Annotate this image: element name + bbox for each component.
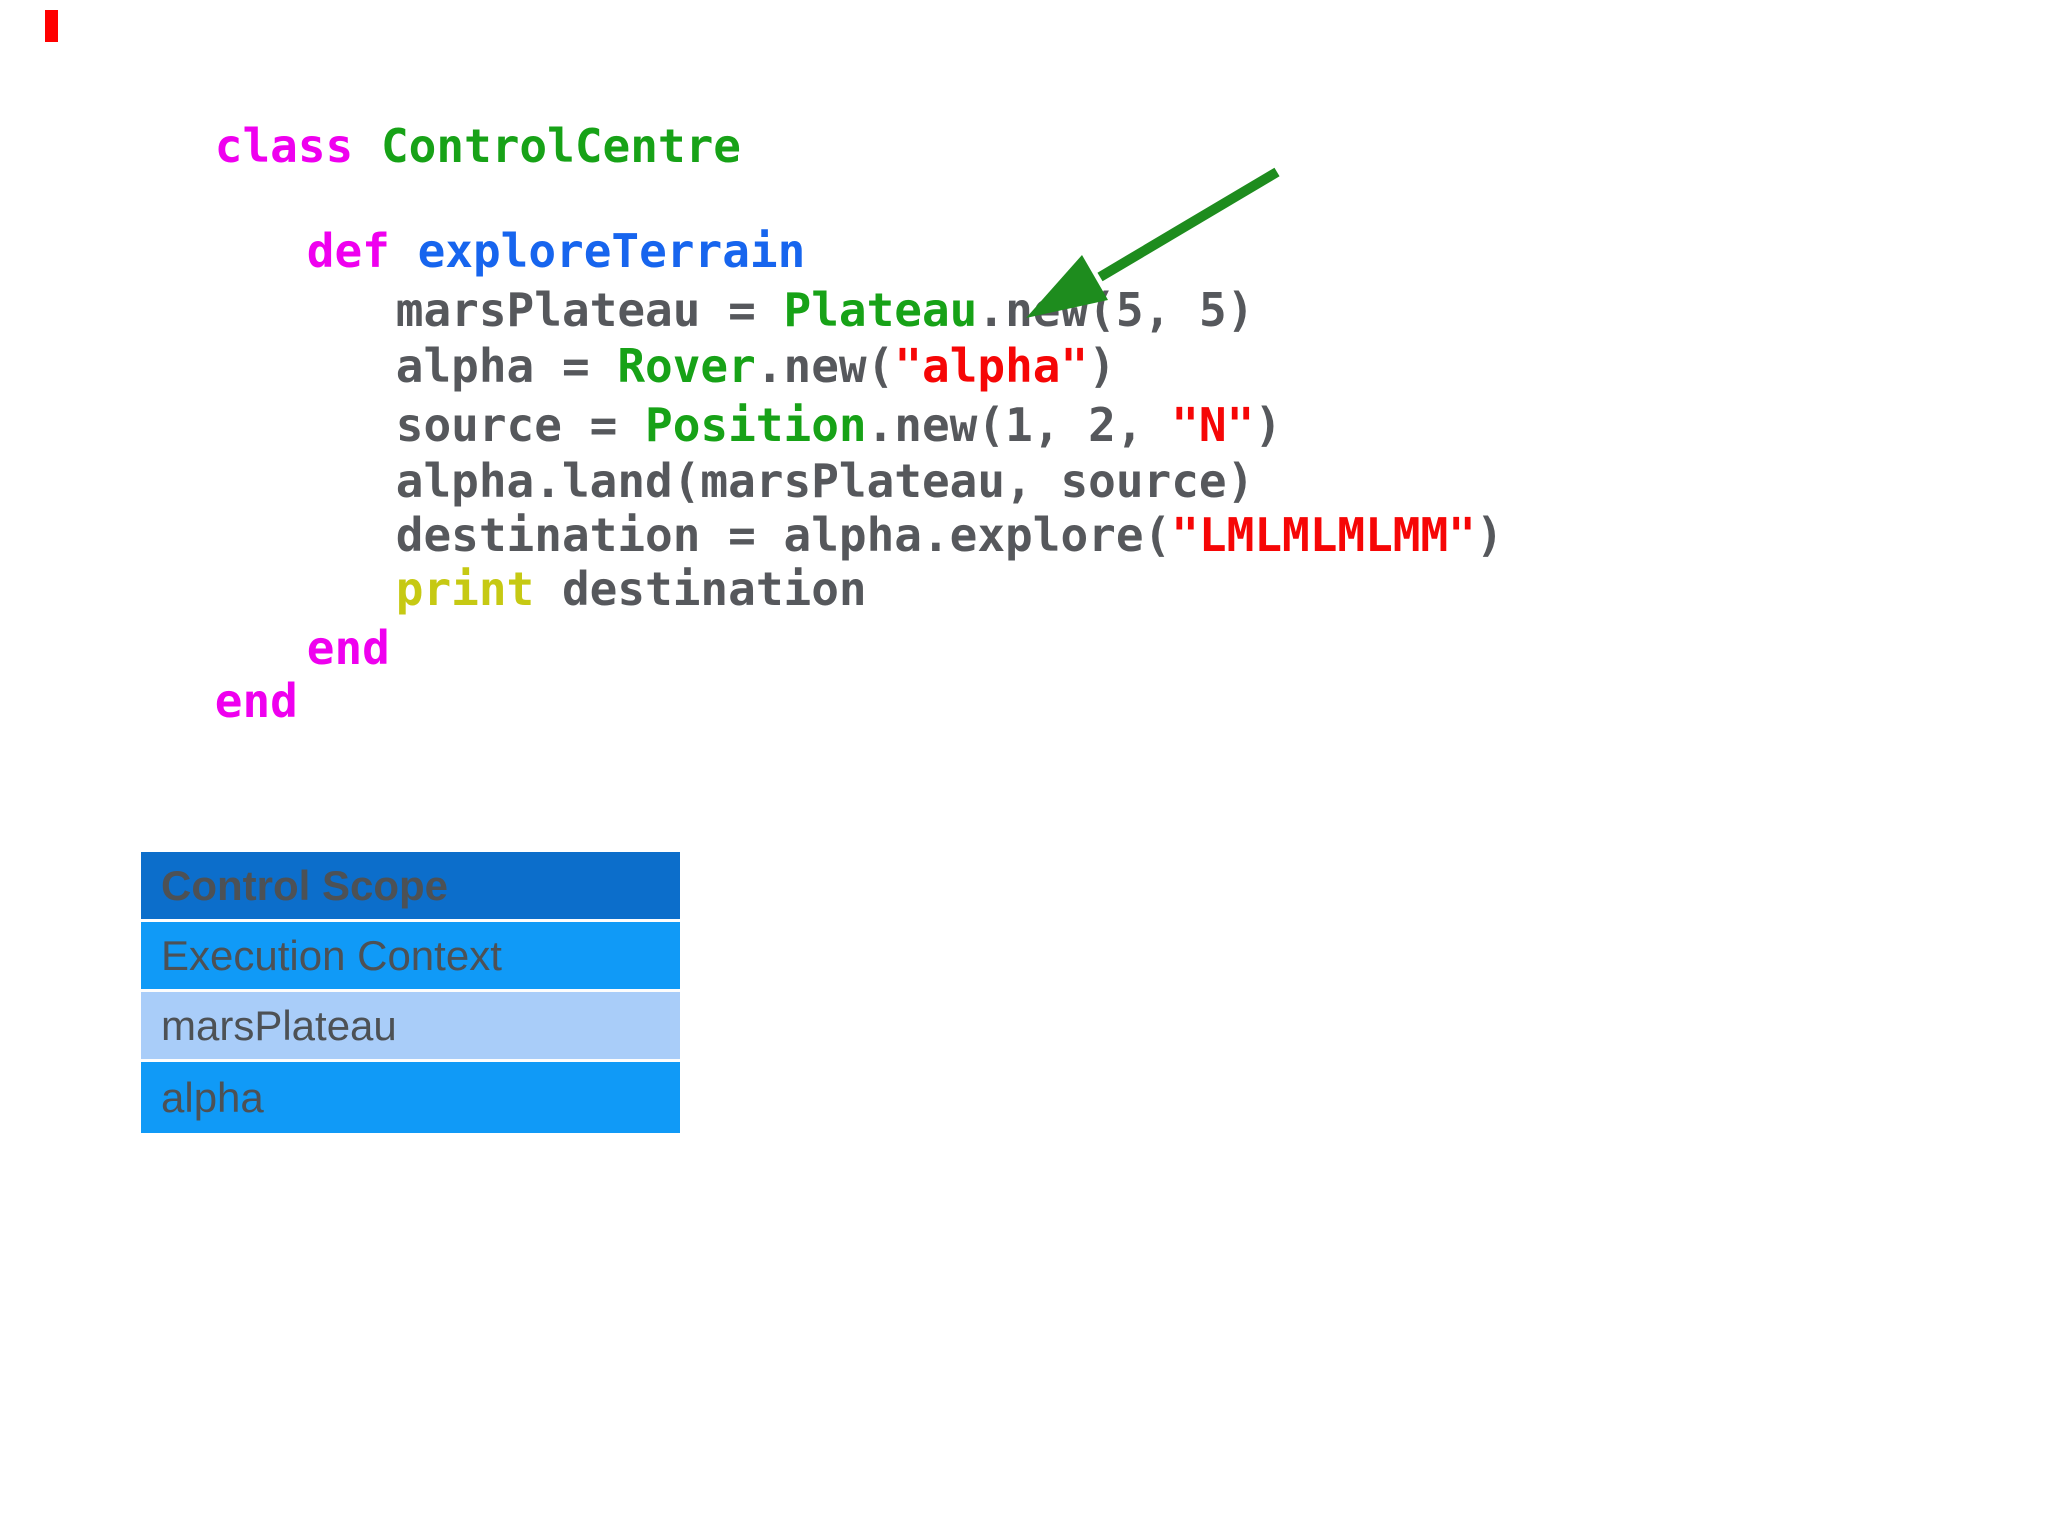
code-token: source = — [395, 398, 646, 452]
scope-table-row: marsPlateau — [141, 989, 680, 1059]
code-line: print destination — [285, 507, 867, 672]
code-token: class — [214, 119, 381, 173]
code-token: "N" — [1171, 398, 1255, 452]
scope-table-row-label: Execution Context — [161, 931, 502, 979]
code-token: print — [395, 562, 535, 616]
code-token: alpha = — [395, 339, 618, 393]
code-line: end — [196, 566, 390, 731]
code-line: def exploreTerrain — [196, 169, 806, 334]
code-token: .new(5, 5) — [977, 283, 1255, 337]
code-token: ) — [1254, 398, 1283, 452]
red-marker — [45, 10, 58, 42]
code-token: ControlCentre — [380, 119, 741, 173]
scope-table-row-label: alpha — [161, 1073, 264, 1121]
code-line: end — [104, 619, 298, 784]
code-line: alpha = Rover.new("alpha") — [285, 284, 1116, 449]
arrow-head — [1026, 255, 1108, 318]
code-token: "LMLMLMLMM" — [1171, 508, 1476, 562]
scope-table-row: alpha — [141, 1059, 680, 1133]
code-line: alpha.land(marsPlateau, source) — [285, 399, 1255, 564]
arrow-shaft — [1097, 167, 1280, 282]
scope-table-row: Execution Context — [141, 919, 680, 989]
scope-table-header: Control Scope — [141, 852, 680, 919]
scope-table-header-label: Control Scope — [161, 861, 449, 909]
scope-table: Control Scope Execution Context marsPlat… — [141, 852, 680, 1133]
code-token: Plateau — [783, 283, 978, 337]
code-token: destination = alpha.explore( — [395, 508, 1172, 562]
code-token: exploreTerrain — [417, 224, 806, 278]
green-arrow-icon — [1026, 167, 1280, 318]
code-line: source = Position.new(1, 2, "N") — [285, 343, 1282, 508]
code-token: "alpha" — [894, 339, 1089, 393]
code-line: marsPlateau = Plateau.new(5, 5) — [285, 228, 1255, 393]
code-token: alpha.land(marsPlateau, source) — [395, 454, 1255, 508]
code-token: Position — [645, 398, 867, 452]
code-token: destination — [534, 562, 867, 616]
code-token: marsPlateau = — [395, 283, 784, 337]
code-token: ) — [1088, 339, 1116, 393]
code-token: ) — [1475, 508, 1504, 562]
code-token: def — [306, 224, 418, 278]
code-token: end — [214, 674, 298, 728]
code-token: .new( — [755, 339, 895, 393]
code-token: Rover — [617, 339, 756, 393]
code-token: end — [306, 621, 390, 675]
code-line: class ControlCentre — [104, 64, 741, 229]
code-token: .new(1, 2, — [866, 398, 1172, 452]
code-line: destination = alpha.explore("LMLMLMLMM") — [285, 453, 1504, 618]
scope-table-row-label: marsPlateau — [161, 1001, 397, 1049]
